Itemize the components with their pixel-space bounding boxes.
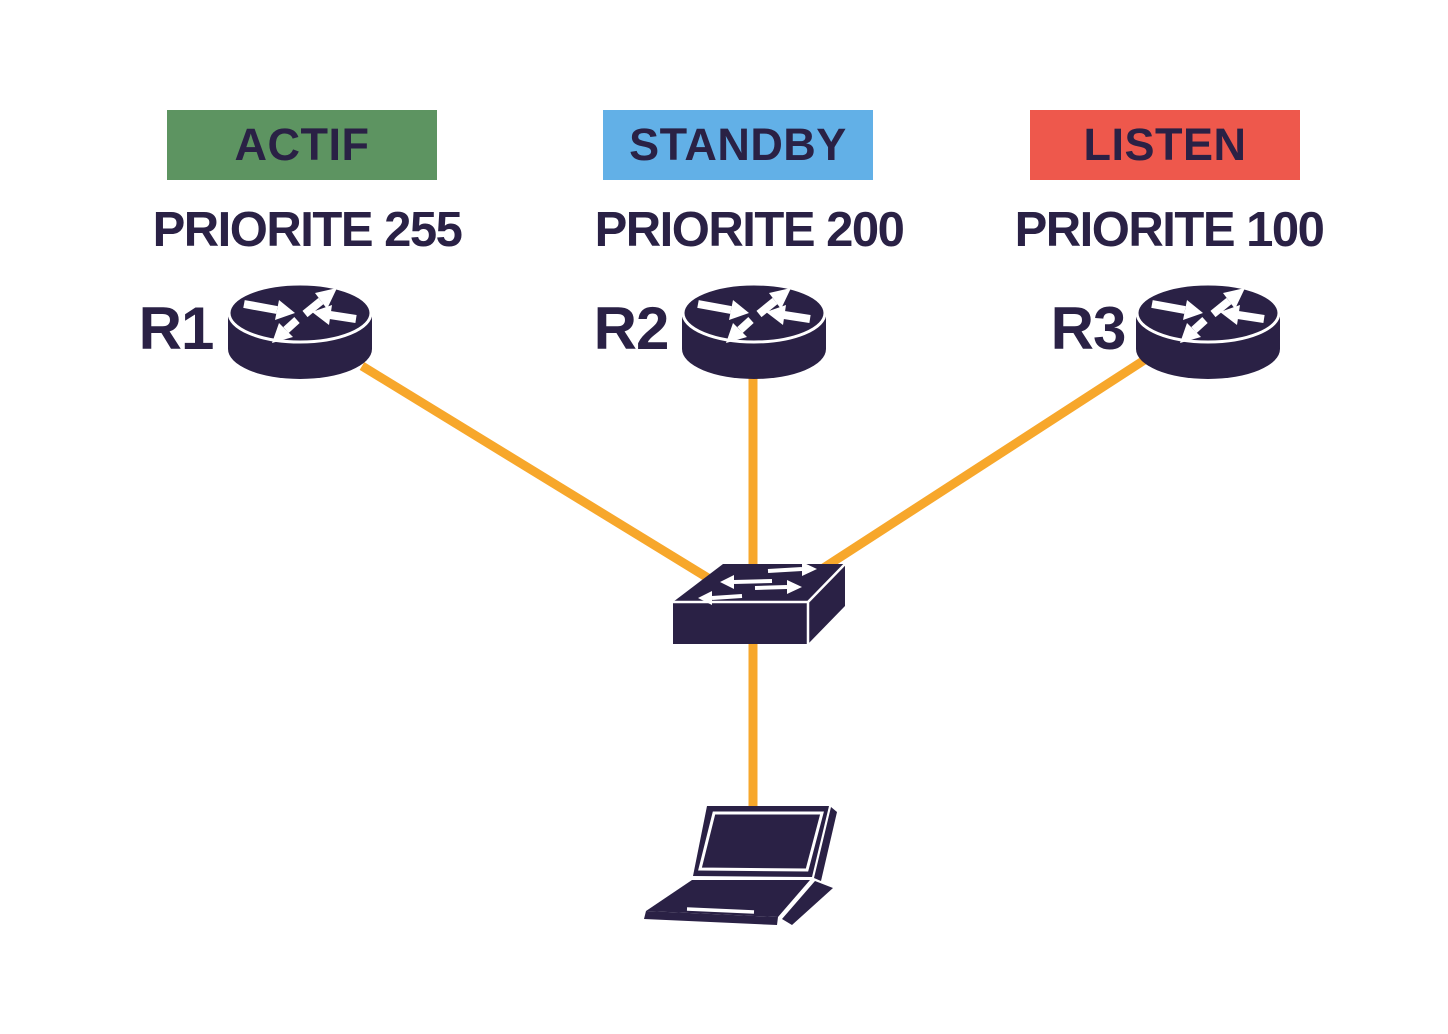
priority-label-r2: PRIORITE 200	[594, 203, 905, 257]
router-name-r2: R2	[593, 295, 670, 362]
priority-label-r3: PRIORITE 100	[1014, 203, 1325, 257]
state-badge-standby: STANDBY	[603, 110, 873, 180]
state-badge-actif: ACTIF	[167, 110, 437, 180]
router-name-r1: R1	[138, 295, 215, 362]
link-r1-switch	[359, 362, 711, 582]
router-name-r3: R3	[1050, 295, 1127, 362]
router-icon	[1135, 281, 1281, 381]
state-badge-listen-label: LISTEN	[1083, 119, 1247, 170]
switch-icon	[672, 562, 848, 646]
priority-label-r1: PRIORITE 255	[152, 203, 463, 257]
state-badge-standby-label: STANDBY	[629, 119, 847, 170]
state-badge-listen: LISTEN	[1030, 110, 1300, 180]
router-icon	[227, 281, 373, 381]
laptop-icon	[638, 804, 838, 926]
state-badge-actif-label: ACTIF	[234, 119, 370, 170]
router-icon	[681, 281, 827, 381]
link-r3-switch	[805, 355, 1149, 582]
